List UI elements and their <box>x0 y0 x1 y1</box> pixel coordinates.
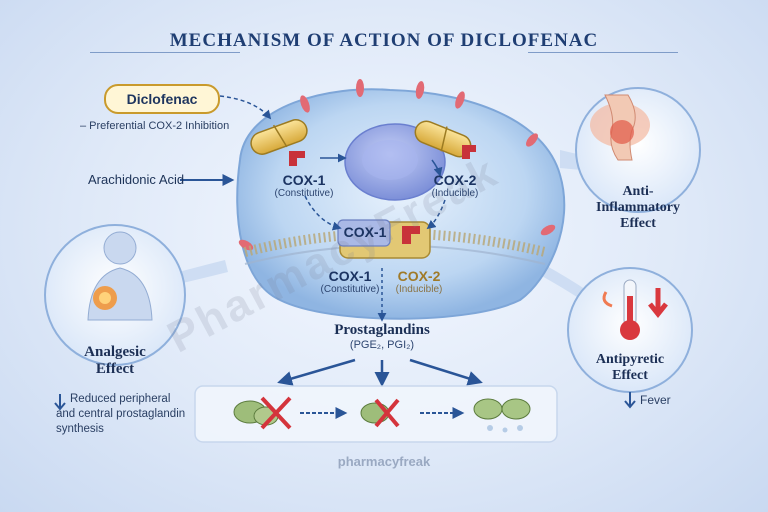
prostaglandin-cluster-blocked-2 <box>360 398 400 428</box>
drug-note: – Preferential COX-2 Inhibition <box>80 120 230 132</box>
membrane-enzyme-label: COX-1 <box>343 224 387 240</box>
cox1-lower: COX-1 (Constitutive) <box>312 268 388 295</box>
prostaglandins-block: Prostaglandins (PGE₂, PGI₂) <box>312 322 452 351</box>
title-rule-left <box>90 52 240 53</box>
page-title: MECHANISM OF ACTION OF DICLOFENAC <box>169 30 599 51</box>
arrow-cox1-to-membrane <box>304 195 342 231</box>
cox2-upper-name: COX-2 <box>433 172 477 188</box>
title-rule-right <box>528 52 678 53</box>
capsule-left <box>250 119 308 155</box>
person-pain-icon <box>87 231 153 321</box>
brand-footer: pharmacyfreak <box>337 454 431 469</box>
cox2-lower-sub: (Inducible) <box>395 284 443 295</box>
inflamed-joint-icon <box>590 94 650 161</box>
fever-arrow-icon <box>624 392 636 409</box>
arrow-pg-right <box>409 358 483 386</box>
arrow-drug-to-capsule <box>219 95 272 120</box>
analgesic-label: Analgesic Effect <box>84 344 146 377</box>
cox1-upper: COX-1 (Constitutive) <box>262 172 346 199</box>
antipyretic-label: Antipyretic Effect <box>595 352 665 383</box>
prostaglandin-cluster-reduced <box>473 398 531 433</box>
reduced-arrow-icon <box>54 394 66 411</box>
arrow-pg-left <box>277 358 356 386</box>
analgesic-note-line1: Reduced peripheral <box>70 393 171 405</box>
thermometer-icon <box>602 279 640 340</box>
analgesic-note-line3: synthesis <box>56 423 104 435</box>
down-arrow-icon <box>648 288 668 319</box>
anti-inflammatory-label: Anti-Inflammatory Effect <box>596 184 680 231</box>
inhibitor-block-right <box>462 145 476 159</box>
drug-label-pill: Diclofenac <box>104 84 220 114</box>
fever-note: Fever <box>640 393 671 407</box>
prostaglandins-sub: (PGE₂, PGI₂) <box>349 339 415 351</box>
cox1-lower-sub: (Constitutive) <box>320 284 380 295</box>
cox1-upper-sub: (Constitutive) <box>274 188 334 199</box>
substrate-label: Arachidonic Acid <box>88 172 185 187</box>
cox2-lower-name: COX-2 <box>397 268 441 284</box>
arrow-nucleus-to-cox2 <box>431 159 443 177</box>
cox2-lower: COX-2 (Inducible) <box>386 268 452 295</box>
cox2-upper: COX-2 (Inducible) <box>418 172 492 199</box>
membrane-receptors <box>238 79 556 251</box>
drug-name: Diclofenac <box>126 91 198 107</box>
arrow-cox2-to-membrane <box>426 199 446 230</box>
cox1-lower-name: COX-1 <box>328 268 372 284</box>
membrane-cox-enzyme <box>337 219 431 259</box>
analgesic-note-line2: and central prostaglandin <box>56 408 186 420</box>
prostaglandin-cluster-blocked-1 <box>233 396 292 430</box>
prostaglandins-name: Prostaglandins <box>334 322 430 338</box>
inhibitor-block-left <box>289 151 305 166</box>
cox2-upper-sub: (Inducible) <box>431 188 479 199</box>
cox1-upper-name: COX-1 <box>282 172 326 188</box>
